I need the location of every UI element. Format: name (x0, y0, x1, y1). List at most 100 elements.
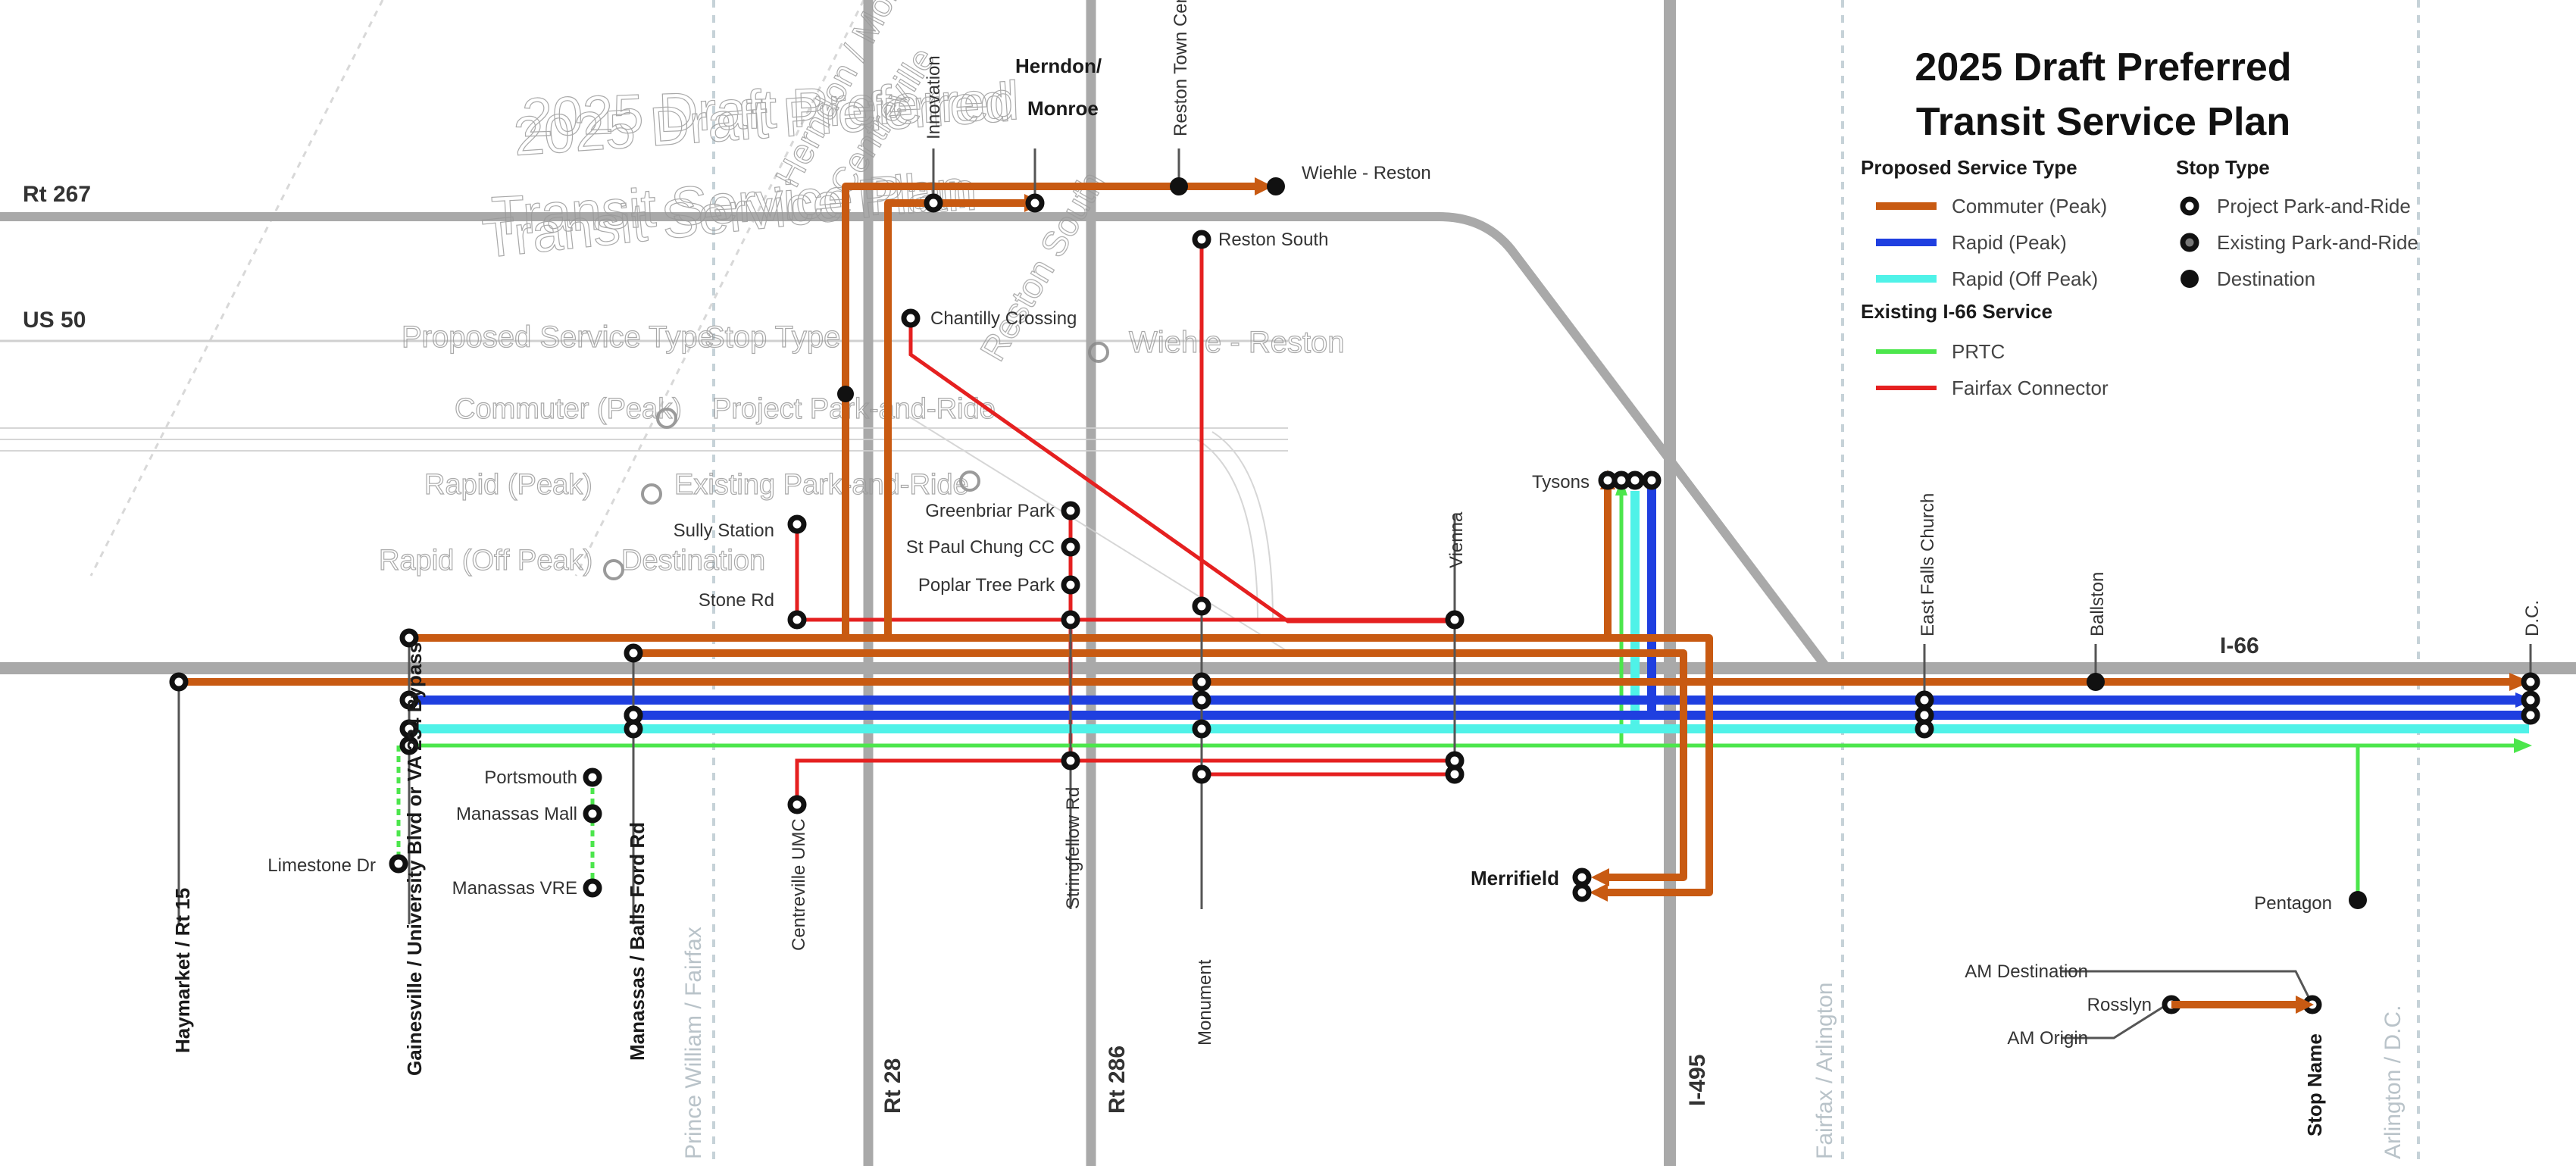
stop-dc-marker-3[interactable] (2521, 705, 2540, 725)
stop-sully-marker[interactable] (787, 514, 807, 534)
stop-ballston-marker[interactable] (2087, 673, 2105, 691)
label-pentagon: Pentagon (2254, 893, 2332, 914)
stop-innovation-dest-marker[interactable] (837, 386, 854, 402)
ghost-marker (959, 470, 980, 492)
stop-haymarket-marker[interactable] (169, 672, 189, 692)
stop-greenbriar-marker[interactable] (1061, 501, 1080, 520)
label-rt28: Rt 28 (880, 1058, 905, 1114)
stop-manassas-mall-marker[interactable] (583, 804, 602, 824)
stop-merrifield-marker-1[interactable] (1572, 867, 1592, 887)
label-dc: D.C. (2522, 600, 2543, 636)
stop-stringfellow-marker[interactable] (1061, 610, 1080, 630)
stop-gainesville-marker-4[interactable] (399, 736, 419, 755)
stop-monument-marker-5[interactable] (1192, 764, 1211, 784)
stop-gainesville-marker-3[interactable] (399, 719, 419, 739)
stop-pentagon-marker[interactable] (2349, 891, 2367, 909)
ghost-curve (1196, 439, 1258, 622)
stop-chantilly-marker[interactable] (901, 308, 921, 328)
stop-st-paul-marker[interactable] (1061, 537, 1080, 557)
legend-service-heading: Proposed Service Type (1861, 156, 2077, 179)
stop-limestone-marker[interactable] (389, 854, 408, 874)
ghost-marker (1088, 342, 1109, 363)
stop-monument-marker-4[interactable] (1192, 719, 1211, 739)
stop-stringfellow-marker-2[interactable] (1061, 751, 1080, 771)
legend-marker-destination (2181, 270, 2199, 288)
label-i66: I-66 (2220, 633, 2259, 658)
ghost-line (908, 416, 1289, 652)
legend-marker-project (2180, 196, 2199, 216)
arrow-commuter-merrifield-2 (1590, 883, 1608, 902)
label-centreville-umc: Centreville UMC (789, 818, 809, 951)
leader-inset-origin (2061, 1003, 2168, 1039)
stop-poplar-marker[interactable] (1061, 575, 1080, 595)
road-labels: Rt 267 US 50 I-66 Rt 28 Rt 286 I-495 (23, 182, 2259, 1114)
legend-title-line1: 2025 Draft Preferred (1915, 45, 2291, 89)
label-i495: I-495 (1685, 1055, 1710, 1106)
legend-fairfax: Fairfax Connector (1952, 377, 2109, 399)
legend-title-line2: Transit Service Plan (1916, 100, 2290, 144)
ghost-marker (603, 559, 624, 580)
ghost-markers (603, 342, 1109, 580)
ghost-diagonal-boundary-2 (574, 0, 865, 577)
stop-manassas-marker[interactable] (624, 643, 643, 663)
stop-dc-marker-2[interactable] (2521, 690, 2540, 710)
stop-monument-marker-2[interactable] (1192, 672, 1211, 692)
label-inset-stop: Stop Name (2303, 1033, 2326, 1136)
ghost-marker (656, 408, 677, 429)
stop-gainesville-marker[interactable] (399, 628, 419, 648)
label-herndon: Herndon/ (1015, 55, 1102, 77)
label-us50: US 50 (23, 308, 86, 333)
stop-monument-marker[interactable] (1192, 596, 1211, 616)
stop-herndon-marker[interactable] (1025, 193, 1045, 213)
arrow-prtc-dc (2514, 738, 2532, 753)
legend-existing-heading: Existing I-66 Service (1861, 300, 2052, 323)
stop-tysons-marker-3[interactable] (1625, 470, 1645, 490)
stop-manassas-vre-marker[interactable] (583, 878, 602, 898)
ghost-park-ride: Project Park-and-Ride (712, 393, 996, 425)
stop-dc-marker-1[interactable] (2521, 672, 2540, 692)
stop-vienna-marker-3[interactable] (1445, 764, 1465, 784)
leader-inset-dest (2061, 970, 2314, 1005)
rapid-off-peak-routes (409, 491, 2529, 733)
stop-east-falls-marker-3[interactable] (1915, 719, 1934, 739)
jurisdiction-boundaries (712, 0, 2420, 1166)
stop-merrifield-marker-2[interactable] (1572, 883, 1592, 902)
ghost-destination: Destination (621, 545, 765, 577)
label-greenbriar: Greenbriar Park (925, 501, 1055, 521)
stop-innovation-marker[interactable] (924, 193, 943, 213)
stop-tysons-marker-4[interactable] (1642, 470, 1662, 490)
legend-marker-existing (2180, 233, 2199, 252)
stop-east-falls-marker-1[interactable] (1915, 690, 1934, 710)
legend-stop-heading: Stop Type (2176, 156, 2270, 179)
label-manassas: Manassas / Balls Ford Rd (626, 822, 649, 1061)
fairfax-route-centreville (795, 758, 1455, 805)
label-st-paul: St Paul Chung CC (906, 537, 1055, 558)
label-stringfellow: Stringfellow Rd (1063, 787, 1083, 909)
label-wiehle: Wiehle - Reston (1302, 163, 1431, 183)
legend-rapid-off: Rapid (Off Peak) (1952, 267, 2098, 290)
legend-prtc: PRTC (1952, 340, 2005, 363)
label-poplar: Poplar Tree Park (918, 575, 1055, 596)
stop-gainesville-marker-2[interactable] (399, 690, 419, 710)
stop-reston-south-marker[interactable] (1192, 230, 1211, 249)
stop-leaders (177, 148, 2532, 1039)
label-limestone: Limestone Dr (267, 855, 376, 876)
label-vienna: Vienna (1446, 511, 1467, 568)
stop-monument-marker-3[interactable] (1192, 690, 1211, 710)
legend-destination: Destination (2217, 267, 2315, 290)
ghost-marker (641, 483, 662, 505)
project-park-ride-markers (169, 193, 2540, 1014)
label-fairfax-arlington: Fairfax / Arlington (1812, 983, 1837, 1159)
stop-stone-marker[interactable] (787, 610, 807, 630)
stop-wiehle-marker[interactable] (1267, 177, 1285, 195)
label-ballston: Ballston (2087, 572, 2108, 636)
stop-centreville-umc-marker[interactable] (787, 795, 807, 814)
label-chantilly: Chantilly Crossing (930, 308, 1077, 329)
stop-vienna-marker[interactable] (1445, 610, 1465, 630)
ghost-wiehle: Wiehle - Reston (1129, 326, 1345, 359)
label-monument: Monument (1195, 959, 1215, 1046)
stop-reston-town-marker[interactable] (1170, 177, 1188, 195)
stop-manassas-marker-4[interactable] (624, 705, 643, 725)
stop-portsmouth-marker[interactable] (583, 767, 602, 787)
